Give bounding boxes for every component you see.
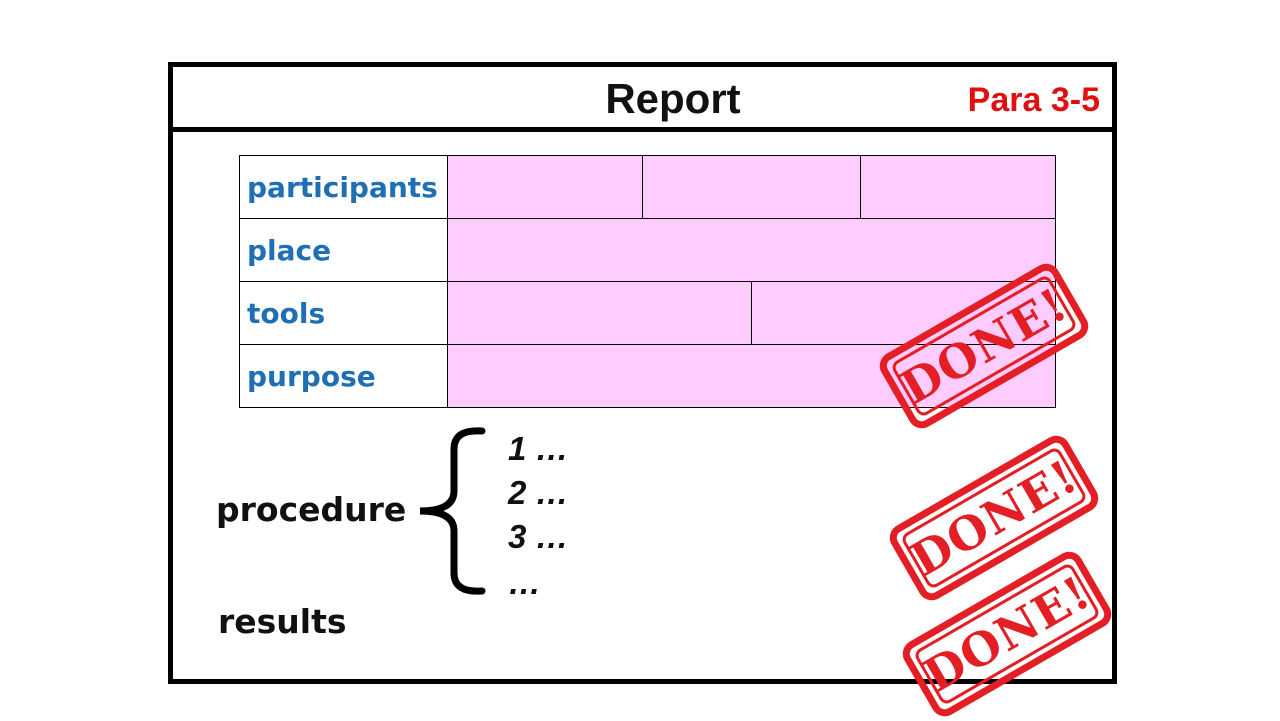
procedure-step: 2 … [508, 474, 569, 511]
participants-cells [447, 155, 1056, 219]
tools-cell [448, 282, 752, 344]
title-bar: Report Para 3-5 [173, 67, 1112, 132]
participants-cell [448, 156, 643, 218]
row-label-participants: participants [239, 155, 448, 219]
procedure-step: … [508, 564, 541, 601]
row-label-place: place [239, 218, 448, 282]
procedure-step: 3 … [508, 518, 569, 555]
results-label: results [218, 602, 347, 641]
report-title: Report [605, 75, 741, 122]
procedure-step: 1 … [508, 430, 569, 467]
row-label-purpose: purpose [239, 344, 448, 408]
curly-brace-icon [419, 427, 486, 595]
procedure-label: procedure [216, 490, 407, 529]
table-row: place [239, 218, 1056, 282]
participants-cell [643, 156, 861, 218]
table-row: participants [239, 155, 1056, 219]
row-label-tools: tools [239, 281, 448, 345]
report-info-table: participants place tools purpose [239, 155, 1056, 408]
place-cell [447, 218, 1056, 282]
participants-cell [861, 156, 1055, 218]
para-reference: Para 3-5 [967, 81, 1100, 119]
